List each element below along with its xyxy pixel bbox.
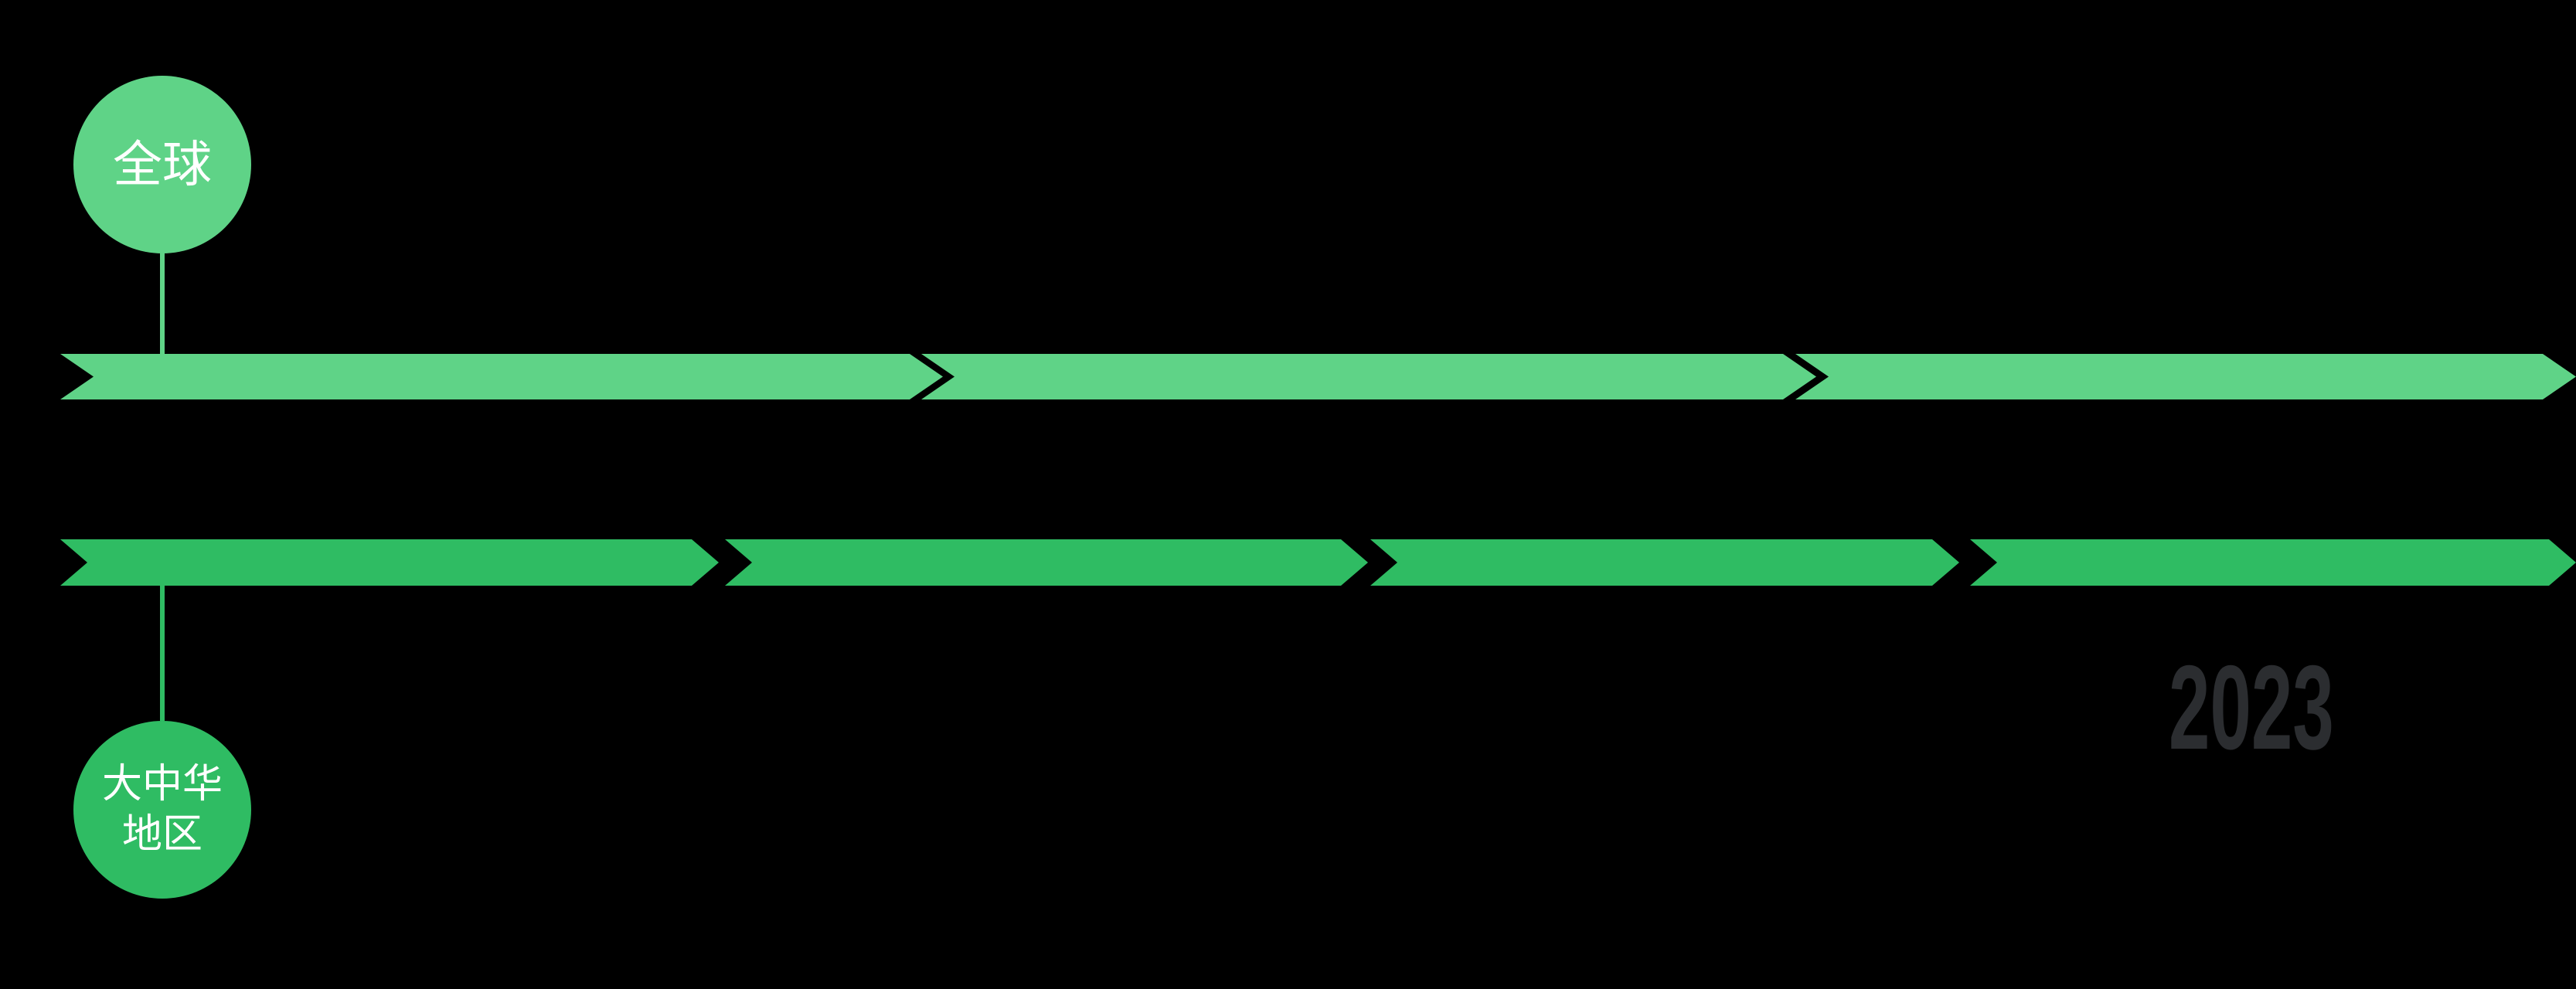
- timeline-segment: [60, 539, 719, 586]
- global-timeline-bar: [0, 354, 2576, 399]
- global-node-label: 全球: [113, 137, 212, 192]
- global-node: 全球: [73, 76, 251, 253]
- greater-china-connector-line: [160, 586, 165, 721]
- greater-china-node-label-line2: 地区: [121, 812, 202, 857]
- year-label: 2023: [2169, 641, 2334, 774]
- timeline-segment: [1370, 539, 1959, 586]
- timeline-segment: [921, 354, 1816, 399]
- global-connector-line: [160, 252, 165, 354]
- timeline-segment: [60, 354, 943, 399]
- greater-china-node-label-line1: 大中华: [101, 762, 223, 807]
- greater-china-node: 大中华 地区: [73, 721, 251, 899]
- timeline-segment: [725, 539, 1368, 586]
- timeline-segment: [1970, 539, 2576, 586]
- greater-china-timeline-bar: [0, 539, 2576, 586]
- timeline-segment: [1795, 354, 2576, 399]
